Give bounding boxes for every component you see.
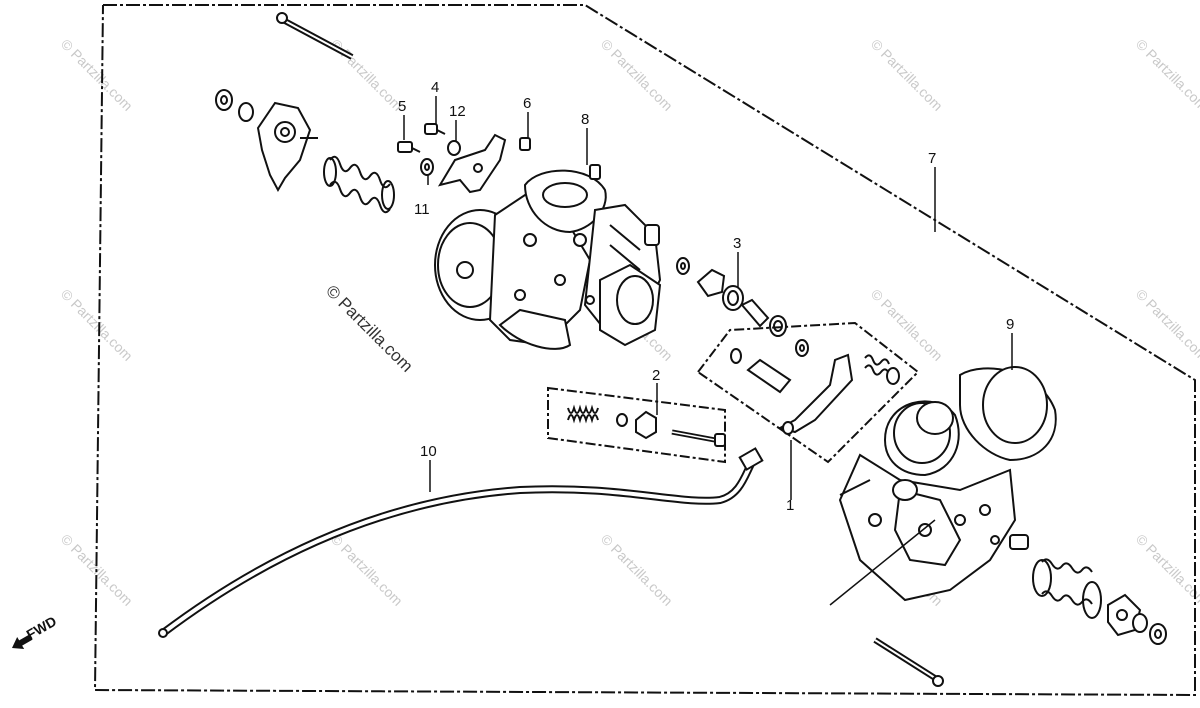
- callout-3: 3: [733, 235, 741, 252]
- callout-5: 5: [398, 98, 406, 115]
- watermark: © Partzilla.com: [58, 36, 136, 114]
- callout-4: 4: [431, 79, 439, 96]
- watermark: © Partzilla.com: [868, 286, 946, 364]
- throttle-drum-bracket: [256, 101, 318, 193]
- callout-10: 10: [420, 443, 437, 460]
- callout-2: 2: [652, 367, 660, 384]
- spring-left: [323, 155, 395, 214]
- screw-set: [547, 386, 726, 464]
- callout-11: 11: [414, 201, 430, 218]
- carburetor-lower: [838, 366, 1057, 602]
- fuel-joint-set: [676, 257, 809, 357]
- callout-12: 12: [449, 103, 466, 120]
- long-bolt-bottom: [873, 637, 944, 687]
- arrow-down-left-icon: [12, 634, 33, 650]
- callout-7: 7: [928, 150, 936, 167]
- long-bolt-top: [276, 12, 354, 60]
- throttle-cable: [158, 447, 764, 638]
- fwd-label: FWD: [24, 613, 60, 643]
- watermark: © Partzilla.com: [1133, 286, 1200, 364]
- watermark: © Partzilla.com: [1133, 531, 1200, 609]
- spring-right: [1032, 558, 1102, 619]
- leader-lines: [403, 96, 1013, 606]
- callout-8: 8: [581, 111, 589, 128]
- nut-pair-left: [215, 89, 254, 122]
- diagram-frame: [93, 4, 1196, 697]
- callout-9: 9: [1006, 316, 1014, 333]
- center-watermark: © Partzilla.com: [322, 281, 416, 375]
- watermark: © Partzilla.com: [598, 36, 676, 114]
- callout-1: 1: [786, 497, 794, 514]
- carburetor-upper: [434, 164, 662, 350]
- watermark: © Partzilla.com: [598, 531, 676, 609]
- throttle-drum-right: [1107, 593, 1167, 645]
- callout-labels: 1 2 3 4 5 6 7 8 9 10 11 12: [398, 79, 1014, 514]
- watermark: © Partzilla.com: [58, 286, 136, 364]
- watermark: © Partzilla.com: [328, 531, 406, 609]
- fwd-direction-marker: FWD: [12, 613, 60, 650]
- small-screws-group: [397, 123, 531, 194]
- watermark: © Partzilla.com: [868, 36, 946, 114]
- callout-6: 6: [523, 95, 531, 112]
- watermark: © Partzilla.com: [1133, 36, 1200, 114]
- linkage-set: [696, 321, 920, 464]
